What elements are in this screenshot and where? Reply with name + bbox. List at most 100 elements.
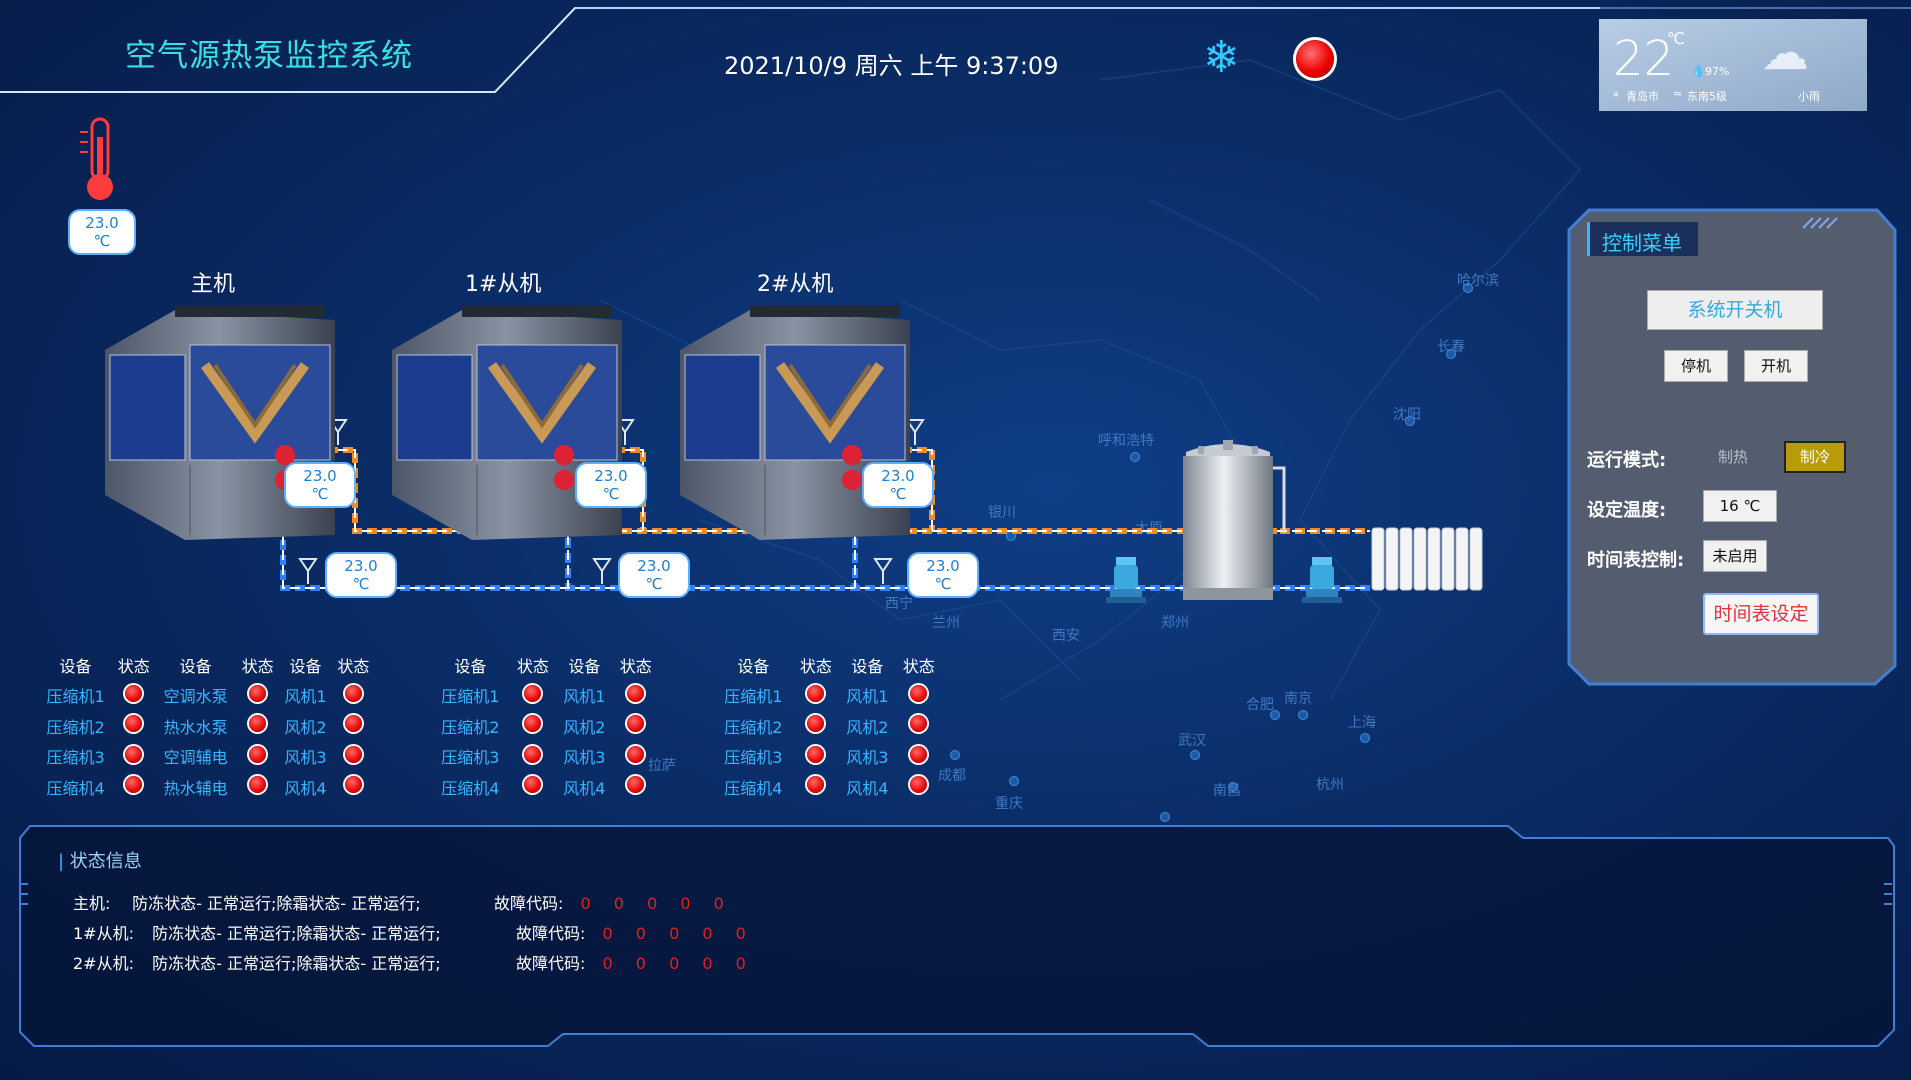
col-header: 状态 (902, 657, 935, 676)
status-info-title-text: 状态信息 (69, 851, 142, 872)
city-label: 呼和浩特 (1098, 433, 1154, 449)
datetime: 2021/10/9 周六 上午 9:37:09 (724, 52, 1059, 80)
fault-code: 0 (669, 954, 680, 973)
device-name: 风机4 (846, 778, 889, 798)
weather-temp: 22 (1613, 31, 1675, 87)
fault-code: 0 (713, 894, 724, 913)
map-dot (1009, 776, 1019, 786)
slave2-return-temp: 23.0 ℃ (907, 552, 979, 598)
status-indicator (627, 745, 645, 763)
table-row: 压缩机4 热水辅电 风机4 (38, 772, 374, 803)
col-header: 状态 (619, 657, 652, 676)
device-name: 压缩机3 (46, 748, 105, 768)
env-temp: 23.0 ℃ (68, 209, 136, 255)
device-name: 压缩机2 (46, 717, 105, 737)
status-indicator (807, 745, 825, 763)
device-name: 风机4 (563, 778, 606, 798)
status-info-title: | 状态信息 (58, 851, 142, 872)
device-name: 压缩机2 (441, 717, 500, 737)
system-power-button[interactable]: 系统开关机 (1647, 290, 1823, 330)
weather-wind: 东南5级 (1687, 90, 1727, 103)
unit-label-slave1: 1#从机 (465, 272, 542, 297)
start-button[interactable]: 开机 (1744, 350, 1808, 382)
map-dot (1360, 733, 1370, 743)
status-indicator (627, 684, 645, 702)
col-header: 设备 (568, 657, 601, 676)
city-label: 杭州 (1316, 777, 1344, 793)
fault-row-slave1: 故障代码: 0 0 0 0 0 (516, 920, 746, 944)
fault-row-main: 故障代码: 0 0 0 0 0 (494, 890, 724, 914)
status-indicator (125, 684, 143, 702)
table-row: 压缩机1 空调水泵 风机1 (38, 680, 374, 711)
status-indicator (910, 745, 928, 763)
status-indicator (627, 776, 645, 794)
fault-code: 0 (580, 894, 591, 913)
weather-humidity: 97% (1705, 65, 1730, 78)
fault-code: 0 (702, 924, 713, 943)
col-header: 设备 (289, 657, 322, 676)
set-temp-input[interactable]: 16 ℃ (1703, 490, 1777, 522)
status-indicator (807, 776, 825, 794)
schedule-settings-button[interactable]: 时间表设定 (1703, 593, 1819, 635)
mode-cool-button[interactable]: 制冷 (1784, 441, 1846, 473)
fault-code: 0 (735, 954, 746, 973)
status-panel-frame (19, 825, 1895, 1047)
heat-pump-slave2[interactable] (680, 305, 920, 545)
fault-code: 0 (669, 924, 680, 943)
device-name: 风机3 (563, 748, 606, 768)
city-label: 武汉 (1178, 733, 1206, 749)
status-indicator (910, 684, 928, 702)
city-label: 兰州 (932, 615, 960, 631)
fault-code: 0 (635, 954, 646, 973)
status-unit: 2#从机: (73, 954, 134, 973)
device-name: 热水辅电 (163, 778, 228, 798)
device-name: 压缩机1 (46, 687, 105, 707)
city-label: 银川 (988, 505, 1016, 521)
fault-code: 0 (680, 894, 691, 913)
col-header: 设备 (737, 657, 770, 676)
header-frame (0, 7, 1911, 93)
device-name: 风机3 (284, 748, 327, 768)
slave1-return-temp: 23.0 ℃ (618, 552, 690, 598)
city-label: 长春 (1437, 339, 1465, 355)
device-name: 风机1 (563, 687, 606, 707)
heat-pump-slave1[interactable] (392, 305, 632, 545)
heat-pump-main[interactable] (105, 305, 345, 545)
table-row: 压缩机3 风机3 (430, 741, 658, 772)
device-name: 热水水泵 (163, 717, 228, 737)
mode-heat-button[interactable]: 制热 (1718, 448, 1749, 466)
status-indicator (807, 684, 825, 702)
stop-button[interactable]: 停机 (1664, 350, 1728, 382)
status-indicator (125, 715, 143, 733)
map-dot (1130, 452, 1140, 462)
table-row: 压缩机1 风机1 (713, 680, 941, 711)
status-text: 防冻状态- 正常运行;除霜状态- 正常运行; (152, 924, 441, 943)
water-pump-icon[interactable] (1302, 555, 1342, 605)
status-unit: 1#从机: (73, 924, 134, 943)
slave2-outlet-temp: 23.0 ℃ (862, 462, 934, 508)
map-dot (1405, 416, 1415, 426)
alarm-lamp-icon[interactable] (1296, 40, 1334, 78)
water-tank[interactable] (1178, 438, 1290, 603)
map-dot (1270, 710, 1280, 720)
col-header: 状态 (337, 657, 370, 676)
device-name: 压缩机1 (441, 687, 500, 707)
radiator[interactable] (1370, 526, 1488, 592)
table-row: 压缩机4 风机4 (713, 772, 941, 803)
city-label: 沈阳 (1393, 407, 1421, 423)
col-header: 状态 (117, 657, 150, 676)
weather-unit: ℃ (1667, 29, 1685, 48)
set-temp-label: 设定温度: (1587, 500, 1667, 521)
wind-icon: ≈ (1673, 87, 1683, 100)
slave1-outlet-temp: 23.0 ℃ (575, 462, 647, 508)
device-name: 压缩机2 (724, 717, 783, 737)
status-row-slave2: 2#从机: 防冻状态- 正常运行;除霜状态- 正常运行; (73, 950, 441, 974)
schedule-toggle[interactable]: 未启用 (1703, 540, 1767, 572)
city-label: 上海 (1348, 715, 1376, 731)
water-pump-icon[interactable] (1106, 555, 1146, 605)
city-label: 哈尔滨 (1457, 273, 1499, 289)
thermometer-icon (80, 117, 113, 200)
status-indicator (524, 776, 542, 794)
city-label: 拉萨 (648, 758, 676, 774)
main-device-table: 设备 状态 设备 状态 设备 状态 压缩机1 空调水泵 风机1 压缩机2 热水水… (38, 650, 374, 802)
